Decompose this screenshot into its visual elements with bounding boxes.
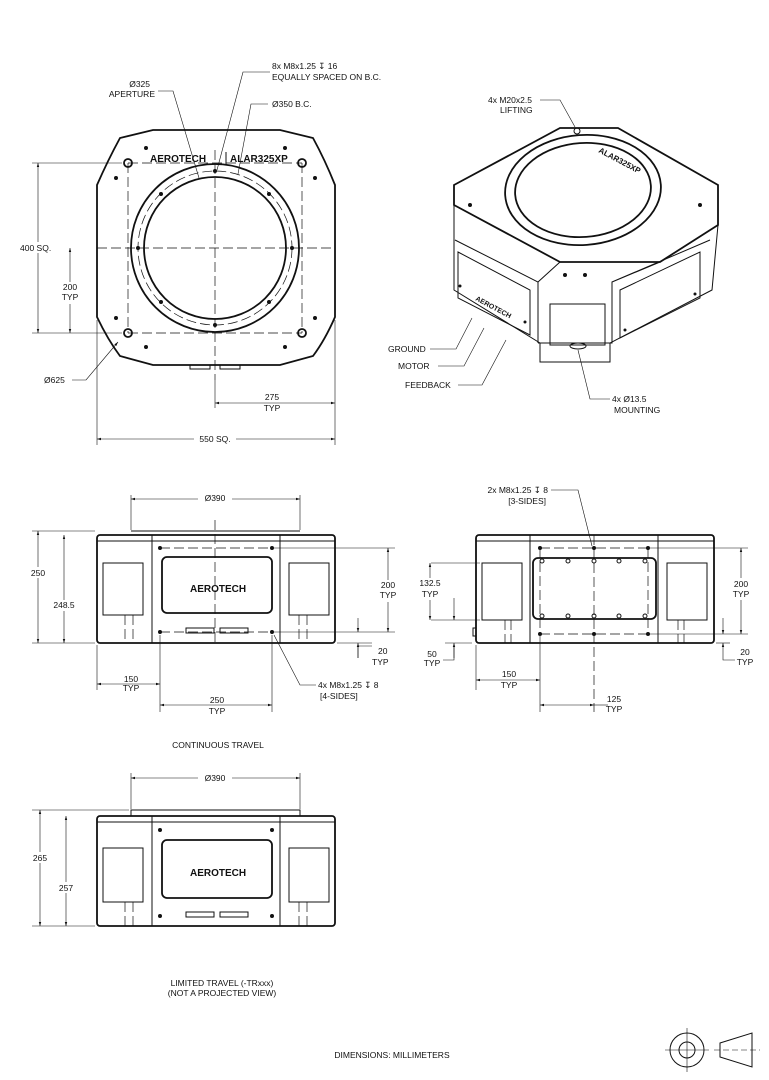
side-holes-label-2: [3-SIDES] (508, 496, 546, 506)
bolt-circle-label: Ø350 B.C. (272, 99, 312, 109)
half-width-typ: TYP (264, 403, 281, 413)
model-name: ALAR325XP (230, 154, 288, 165)
limited-top-diameter: Ø390 (205, 773, 226, 783)
front-bottom-offset-typ: TYP (372, 657, 389, 667)
bolt-holes (136, 169, 294, 327)
side-hole-span-typ: TYP (733, 589, 750, 599)
front-hole-width-typ: TYP (209, 706, 226, 716)
front-logo: AEROTECH (190, 584, 246, 595)
front-height-inner: 248.5 (53, 600, 75, 610)
aperture-label-2: APERTURE (109, 89, 155, 99)
side-bottom-offset: 20 (740, 647, 750, 657)
side-holes (538, 546, 650, 636)
limited-height-inner: 257 (59, 883, 73, 893)
limited-height-outer: 265 (33, 853, 47, 863)
isometric-view: AEROTECH ALAR325XP 4x M20x2.5 LIFTING GR… (388, 95, 719, 415)
feedback-label: FEEDBACK (405, 380, 451, 390)
continuous-travel-caption: CONTINUOUS TRAVEL (172, 740, 264, 750)
front-holes-label: 4x M8x1.25 ↧ 8 (318, 680, 379, 690)
half-width-dim: 275 (265, 392, 279, 402)
side-connector-offset: 50 (427, 649, 437, 659)
mounting-label: 4x Ø13.5 (612, 394, 647, 404)
front-holes-label-2: [4-SIDES] (320, 691, 358, 701)
limited-travel-caption: LIMITED TRAVEL (-TRxxx) (171, 978, 274, 988)
front-hole-width: 250 (210, 695, 224, 705)
front-side-offset: 150 (124, 674, 138, 684)
corner-holes (114, 146, 317, 349)
half-height-dim: 200 (63, 282, 77, 292)
side-connector-height-typ: TYP (422, 589, 439, 599)
side-hole-span: 200 (734, 579, 748, 589)
logo: AEROTECH (150, 154, 206, 165)
side-center-offset-typ: TYP (606, 704, 623, 714)
height-dim: 400 SQ. (20, 243, 51, 253)
front-top-diameter: Ø390 (205, 493, 226, 503)
iso-model: ALAR325XP (597, 146, 643, 176)
side-center-offset: 125 (607, 694, 621, 704)
mount-holes-label-2: EQUALLY SPACED ON B.C. (272, 72, 381, 82)
front-side-offset-typ: TYP (123, 683, 140, 693)
side-bottom-offset-typ: TYP (737, 657, 754, 667)
front-bottom-offset: 20 (378, 646, 388, 656)
motor-label: MOTOR (398, 361, 429, 371)
top-plate-outline (96, 129, 336, 366)
front-hole-span: 200 (381, 580, 395, 590)
side-connector-height: 132.5 (419, 578, 441, 588)
half-height-typ: TYP (62, 292, 79, 302)
aperture-label: Ø325 (129, 79, 150, 89)
third-angle-projection-icon (665, 1028, 760, 1072)
outer-diameter-label: Ø625 (44, 375, 65, 385)
limited-travel-caption-2: (NOT A PROJECTED VIEW) (168, 988, 277, 998)
width-dim: 550 SQ. (199, 434, 230, 444)
mounting-label-2: MOUNTING (614, 405, 660, 415)
continuous-side-view: 2x M8x1.25 ↧ 8 [3-SIDES] 132.5 TYP 50 TY… (418, 485, 754, 714)
front-hole-span-typ: TYP (380, 590, 397, 600)
ground-label: GROUND (388, 344, 426, 354)
mount-holes-label: 8x M8x1.25 ↧ 16 (272, 61, 338, 71)
top-view: AEROTECH ALAR325XP Ø325 APERTURE 8x M8x1… (20, 61, 381, 445)
side-connector-offset-typ: TYP (424, 658, 441, 668)
limited-front-view: AEROTECH Ø390 265 257 LIMITED TRAVEL (-T… (30, 771, 336, 998)
lifting-label: 4x M20x2.5 (488, 95, 532, 105)
limited-logo: AEROTECH (190, 868, 246, 879)
continuous-front-view: AEROTECH Ø390 250 248.5 200 TYP 20 TYP 1… (28, 492, 400, 750)
front-height-outer: 250 (31, 568, 45, 578)
lifting-label-2: LIFTING (500, 105, 533, 115)
side-side-offset-typ: TYP (501, 680, 518, 690)
units-note: DIMENSIONS: MILLIMETERS (334, 1050, 450, 1060)
side-holes-label: 2x M8x1.25 ↧ 8 (487, 485, 548, 495)
side-side-offset: 150 (502, 669, 516, 679)
iso-holes (458, 203, 702, 332)
